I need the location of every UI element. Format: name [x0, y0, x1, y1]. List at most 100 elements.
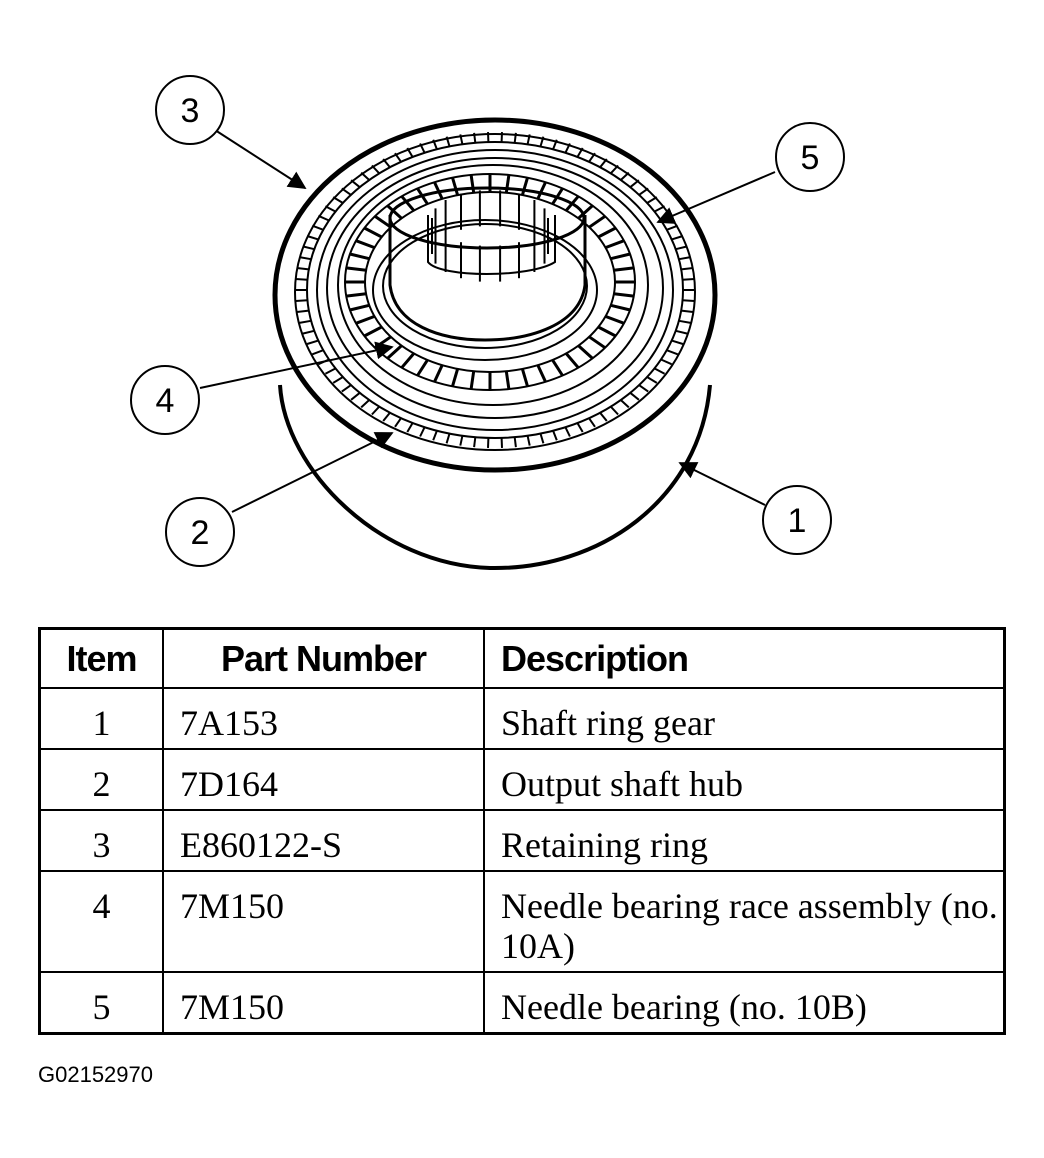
gear-tooth — [526, 435, 531, 446]
svg-text:2: 2 — [191, 514, 210, 552]
table-row: 2 7D164 Output shaft hub — [38, 748, 1006, 811]
gear-tooth — [620, 171, 630, 181]
leader-line-3 — [214, 129, 307, 189]
bearing-needle — [363, 226, 383, 239]
table-row: 3 E860122-S Retaining ring — [38, 809, 1006, 872]
gear-tooth — [473, 437, 477, 448]
gear-tooth — [360, 399, 370, 409]
gear-tooth — [406, 422, 414, 433]
gear-tooth — [513, 437, 517, 448]
gear-tooth — [660, 358, 673, 366]
row-description: Needle bearing race assembly (no. 10A) — [483, 870, 1006, 973]
gear-tooth — [394, 152, 402, 163]
header-part-number: Part Number — [162, 627, 485, 689]
gear-tooth — [552, 139, 558, 150]
gear-tooth — [341, 384, 352, 393]
bearing-needle — [416, 359, 429, 377]
row-item: 4 — [38, 870, 164, 973]
bearing-needle — [451, 177, 460, 196]
row-item: 1 — [38, 687, 164, 750]
row-part-number: 7M150 — [162, 870, 485, 973]
gear-tooth — [539, 433, 545, 444]
gear-tooth — [419, 143, 426, 154]
gear-tooth — [445, 433, 451, 444]
needle-bearing-race-drawing — [372, 219, 598, 361]
gear-tooth — [306, 235, 319, 241]
gear-tooth — [620, 399, 630, 409]
gear-tooth — [588, 417, 596, 428]
gear-tooth — [296, 267, 309, 271]
gear-tooth — [653, 367, 666, 375]
gear-tooth — [638, 384, 649, 393]
gear-tooth — [295, 299, 308, 302]
splined-shaft-drawing — [388, 186, 587, 342]
gear-tooth — [629, 179, 640, 188]
bearing-needle — [400, 352, 416, 369]
gear-tooth — [653, 205, 666, 213]
gear-tooth — [371, 405, 381, 416]
gear-tooth — [564, 143, 571, 154]
output-shaft-hub-drawing — [316, 149, 674, 431]
bearing-needle — [604, 314, 625, 325]
svg-text:3: 3 — [181, 92, 200, 130]
gear-tooth — [671, 339, 684, 345]
bearing-needle — [536, 181, 547, 200]
callout-1: 1 — [762, 485, 832, 555]
gear-tooth — [406, 147, 414, 158]
row-item: 2 — [38, 748, 164, 811]
svg-text:1: 1 — [788, 502, 807, 540]
gear-tooth — [609, 164, 619, 175]
bearing-needle — [588, 335, 606, 349]
parts-table: Item Part Number Description 1 7A153 Sha… — [38, 627, 1006, 1035]
callout-5: 5 — [775, 122, 845, 192]
svg-text:4: 4 — [156, 382, 175, 420]
gear-tooth — [666, 224, 679, 231]
bearing-needle — [536, 364, 547, 383]
gear-tooth — [382, 158, 391, 168]
bearing-needle — [386, 204, 403, 220]
callout-2: 2 — [165, 497, 235, 567]
row-description: Output shaft hub — [483, 748, 1006, 811]
bearing-needle — [504, 370, 511, 390]
bearing-needle — [604, 239, 625, 250]
bearing-needle — [346, 266, 367, 272]
exploded-part-diagram: 3 5 4 2 1 — [130, 75, 845, 571]
gear-tooth — [317, 214, 330, 222]
table-header-row: Item Part Number Description — [38, 627, 1006, 689]
bearing-needle — [520, 177, 529, 196]
row-description: Shaft ring gear — [483, 687, 1006, 750]
callout-4: 4 — [130, 365, 200, 435]
gear-tooth — [681, 267, 694, 271]
bearing-needle — [355, 239, 376, 250]
bearing-needle — [613, 292, 634, 298]
row-item: 3 — [38, 809, 164, 872]
bearing-needle — [355, 314, 376, 325]
gear-tooth — [341, 187, 352, 196]
gear-tooth — [360, 171, 370, 181]
gear-tooth — [332, 376, 344, 384]
bearing-needle — [520, 368, 529, 387]
gear-tooth — [666, 349, 679, 356]
bearing-needle — [374, 215, 392, 229]
leader-line-1 — [678, 462, 766, 506]
bearing-needle — [451, 368, 460, 387]
header-description: Description — [483, 627, 1006, 689]
leader-line-2 — [231, 432, 394, 513]
table-row: 5 7M150 Needle bearing (no. 10B) — [38, 971, 1006, 1035]
gear-tooth — [599, 412, 608, 422]
gear-tooth — [445, 136, 451, 147]
gear-tooth — [299, 319, 312, 324]
gear-tooth — [350, 179, 361, 188]
bearing-needle — [597, 226, 617, 239]
bearing-needle — [349, 303, 370, 312]
gear-tooth — [675, 245, 688, 251]
gear-tooth — [302, 329, 315, 335]
gear-tooth — [296, 309, 309, 313]
row-part-number: 7A153 — [162, 687, 485, 750]
header-item: Item — [38, 627, 164, 689]
bearing-needle — [469, 370, 476, 390]
shaft-ring-gear-drawing — [272, 117, 718, 571]
gear-tooth — [302, 245, 315, 251]
gear-tooth — [513, 132, 517, 143]
table-row: 1 7A153 Shaft ring gear — [38, 687, 1006, 750]
